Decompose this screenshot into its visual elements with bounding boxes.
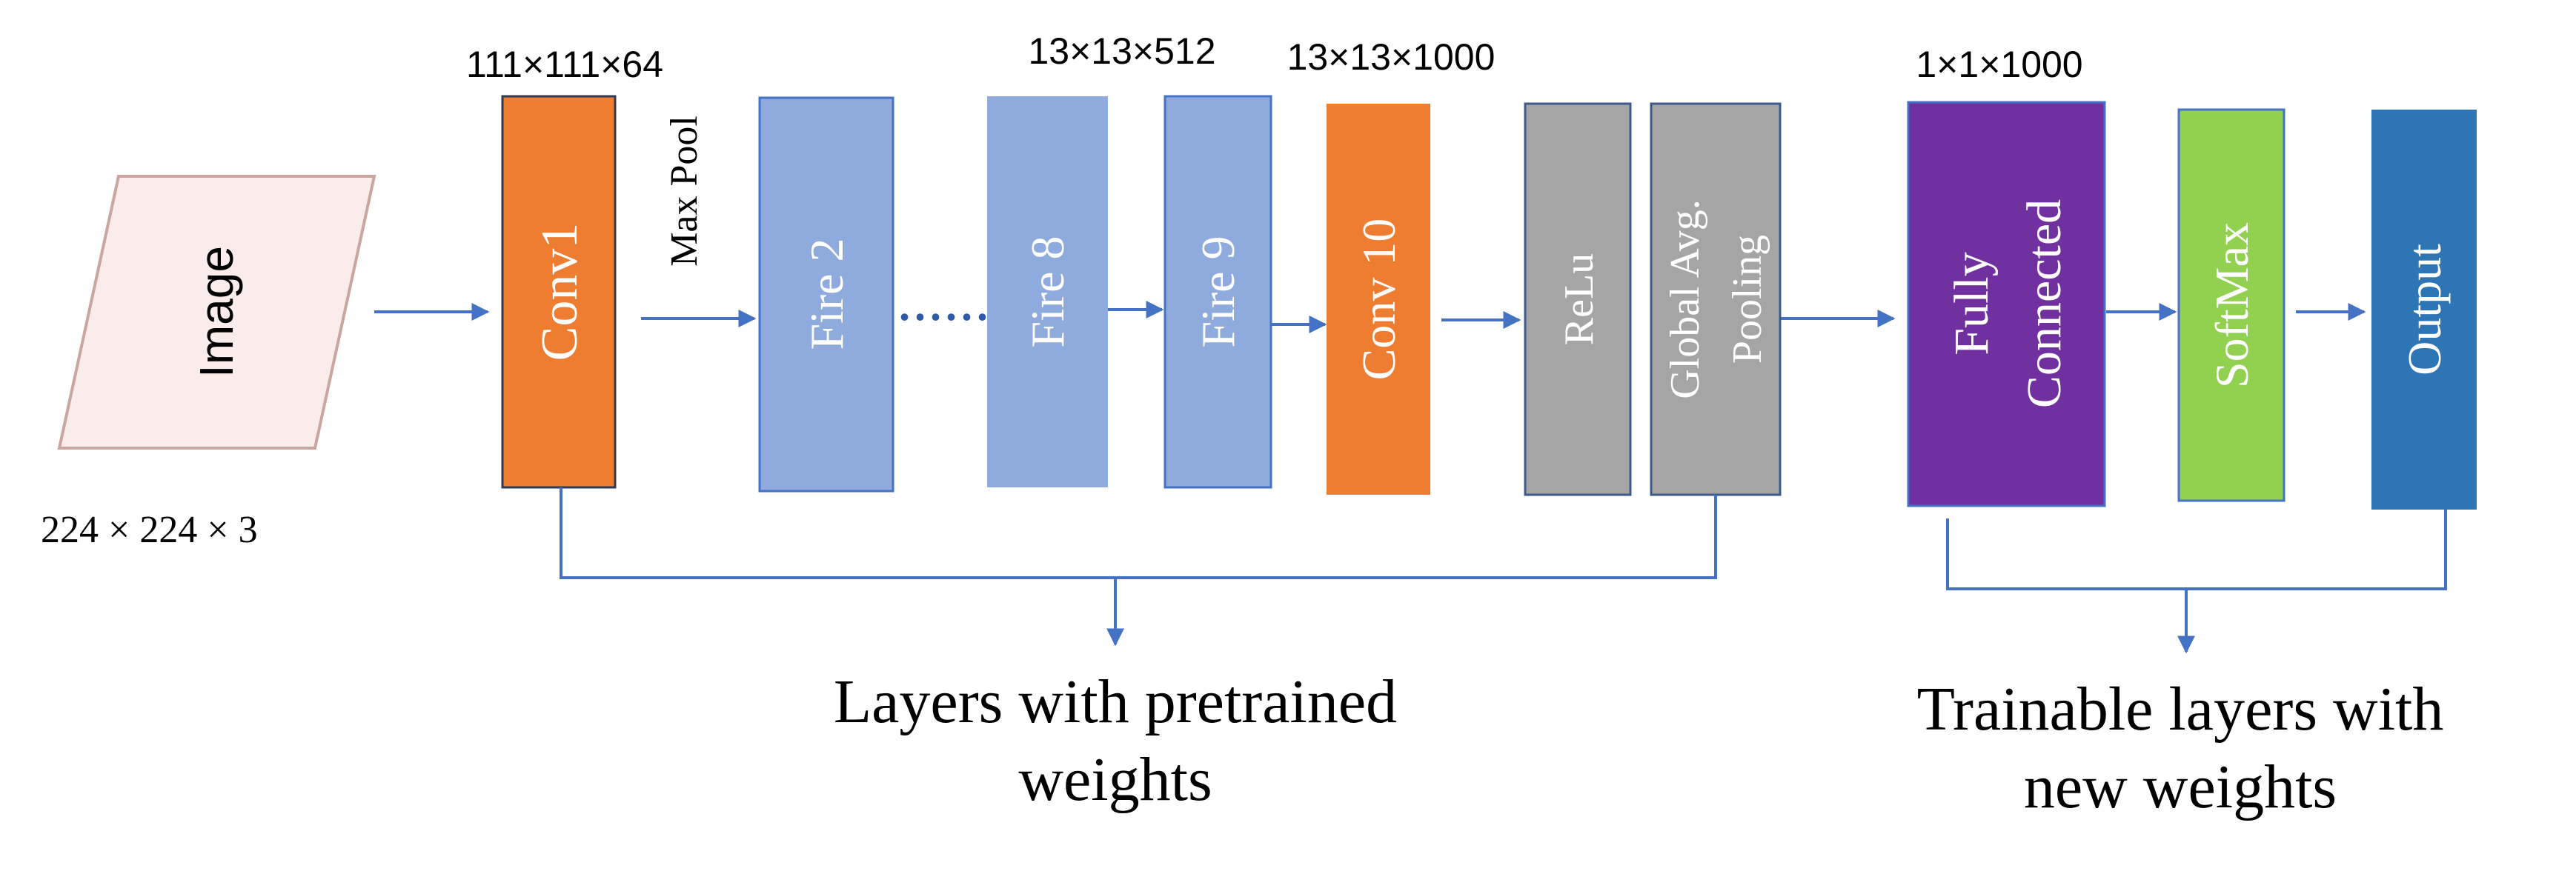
output-label: Output: [2398, 244, 2451, 376]
ellipsis-dots: ......: [899, 281, 992, 330]
conv10-dim-label: 13×13×1000: [1287, 36, 1496, 78]
global-avg-pooling-label-line2: Pooling: [1724, 235, 1770, 364]
fire8-block: [987, 96, 1108, 487]
global-avg-pooling-block: [1650, 102, 1782, 496]
pretrained-group-label-line1: Layers with pretrained: [834, 667, 1397, 736]
input-image-shape: [57, 175, 376, 450]
pretrained-group-label-line2: weights: [1018, 745, 1212, 814]
fire2-label: Fire 2: [800, 238, 853, 350]
input-size-label: 224 × 224 × 3: [41, 509, 258, 551]
fully-connected-label-line2: Connected: [2017, 199, 2071, 408]
fire9-block: [1163, 95, 1272, 489]
output-block: [2371, 110, 2477, 510]
softmax-label: SoftMax: [2205, 222, 2258, 388]
global-avg-pooling-label-line1: Global Avg.: [1662, 199, 1708, 399]
fire9-label: Fire 9: [1192, 236, 1244, 347]
conv10-block: [1327, 104, 1430, 495]
trainable-group-label-line1: Trainable layers with: [1917, 675, 2444, 744]
conv10-label: Conv 10: [1352, 218, 1405, 381]
conv1-label: Conv1: [531, 223, 588, 361]
relu-label: ReLu: [1556, 253, 1602, 345]
conv1-block: [501, 95, 617, 489]
pretrained-group-bracket: [560, 487, 1717, 579]
trainable-group-label-line2: new weights: [2024, 753, 2337, 821]
fire2-block: [758, 96, 894, 493]
max-pool-label: Max Pool: [663, 116, 706, 267]
fire8-label: Fire 8: [1021, 236, 1074, 347]
fully-connected-dim-label: 1×1×1000: [1916, 44, 2082, 85]
fully-connected-block: [1907, 101, 2106, 507]
relu-block: [1524, 102, 1632, 496]
softmax-block: [2177, 108, 2285, 502]
input-image-label: Image: [190, 246, 243, 378]
fire8-dim-label: 13×13×512: [1028, 30, 1215, 72]
fully-connected-label-line1: Fully: [1945, 252, 1999, 355]
trainable-group-bracket: [1946, 510, 2447, 590]
conv1-dim-label: 111×111×64: [466, 44, 663, 85]
